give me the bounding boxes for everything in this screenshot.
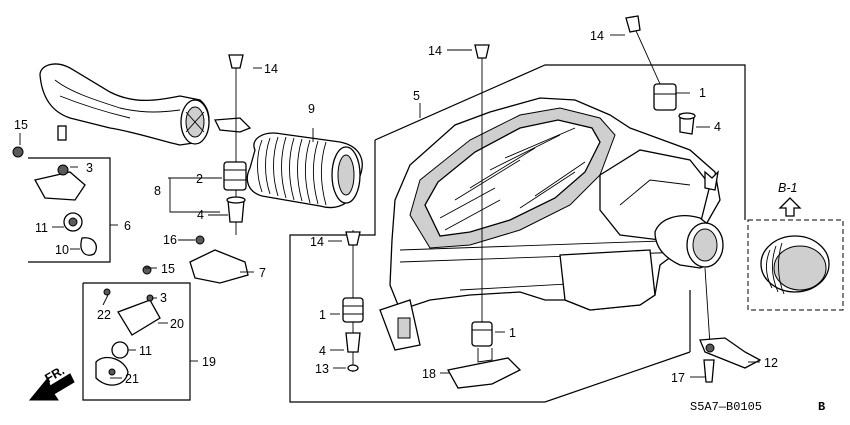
callout-11-a: 11 — [35, 221, 48, 235]
diagram-code-suffix: B — [818, 400, 825, 414]
callout-3-a: 3 — [86, 161, 93, 175]
callout-10: 10 — [55, 243, 69, 257]
leader-lines — [19, 34, 760, 379]
callout-1-b: 1 — [319, 308, 326, 322]
group-6-outline — [28, 157, 111, 263]
callout-4-a: 4 — [714, 120, 721, 134]
callout-8: 8 — [154, 184, 161, 198]
callout-9: 9 — [308, 102, 315, 116]
bracket-part-12 — [699, 267, 762, 383]
housing-group-outline-left — [289, 140, 691, 403]
callout-1-c: 1 — [509, 326, 516, 340]
bracket-part-7 — [189, 235, 249, 284]
diagram-code: S5A7—B0105 — [690, 400, 762, 414]
bracket-assembly-part-19 — [95, 265, 161, 386]
callout-16: 16 — [163, 233, 177, 247]
callout-1-a: 1 — [699, 86, 706, 100]
callout-2: 2 — [196, 172, 203, 186]
callout-19: 19 — [202, 355, 216, 369]
callout-4-c: 4 — [319, 344, 326, 358]
mount-stack-center — [446, 44, 522, 389]
callout-13: 13 — [315, 362, 329, 376]
mount-stack-part-8 — [223, 54, 247, 235]
callout-14-d: 14 — [310, 235, 324, 249]
callout-15-b: 15 — [161, 262, 175, 276]
view-label: B-1 — [778, 181, 797, 195]
mount-stack-right — [625, 15, 696, 135]
detail-view-element — [760, 235, 830, 295]
group-19-outline — [82, 282, 191, 401]
air-cleaner-housing — [379, 97, 724, 351]
callout-12: 12 — [764, 356, 778, 370]
callout-5: 5 — [413, 89, 420, 103]
callout-14-c: 14 — [590, 29, 604, 43]
callout-11-b: 11 — [139, 344, 152, 358]
callout-15-a: 15 — [14, 118, 28, 132]
callout-20: 20 — [170, 317, 184, 331]
callout-18: 18 — [422, 367, 436, 381]
callout-6: 6 — [124, 219, 131, 233]
callout-14-a: 14 — [264, 62, 278, 76]
callout-17: 17 — [671, 371, 685, 385]
grommet-bracket-part-6 — [12, 146, 97, 256]
view-arrow-icon — [778, 197, 802, 217]
callout-3-b: 3 — [160, 291, 167, 305]
detail-view-box — [747, 219, 844, 311]
front-direction-arrow-icon — [28, 373, 75, 401]
callout-4-b: 4 — [197, 208, 204, 222]
mount-stack-left — [342, 230, 364, 372]
resonator-duct — [39, 63, 252, 146]
callout-7: 7 — [259, 266, 266, 280]
callout-21: 21 — [125, 372, 139, 386]
callout-22: 22 — [97, 308, 111, 322]
housing-group-outline-top — [374, 64, 746, 220]
corrugated-duct-part-9 — [246, 132, 363, 209]
callout-labels: 14 9 5 14 14 1 4 15 3 11 10 6 2 8 4 16 7… — [14, 29, 825, 414]
callout-14-b: 14 — [428, 44, 442, 58]
